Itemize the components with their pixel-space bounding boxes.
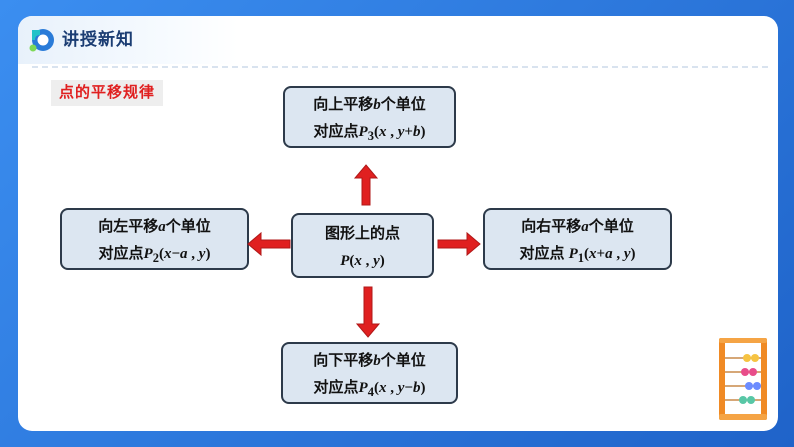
header-title: 讲授新知: [62, 30, 134, 49]
header-bar: 讲授新知: [18, 16, 238, 64]
translate-right-line2: 对应点 P1(x+a , y): [519, 245, 636, 265]
translate-up-box: 向上平移b个单位 对应点P3(x , y+b): [283, 86, 456, 148]
logo-icon: [29, 29, 54, 52]
translate-left-line1: 向左平移a个单位: [98, 218, 211, 235]
translate-left-box: 向左平移a个单位 对应点P2(x−a , y): [60, 208, 249, 270]
content-panel: 讲授新知 点的平移规律 向上平移b个单位 对应点P3(x , y+b) 向左平移…: [18, 16, 778, 431]
translate-down-line2: 对应点P4(x , y−b): [313, 379, 426, 399]
translate-right-line1: 向右平移a个单位: [521, 218, 634, 235]
arrow-up-icon: [353, 164, 379, 206]
original-point-line2: P(x , y): [340, 253, 385, 269]
translate-up-line1: 向上平移b个单位: [313, 96, 426, 113]
arrow-down-icon: [355, 286, 381, 338]
original-point-line1: 图形上的点: [324, 225, 400, 242]
translate-up-line2: 对应点P3(x , y+b): [313, 123, 426, 143]
translate-down-box: 向下平移b个单位 对应点P4(x , y−b): [281, 342, 458, 404]
arrow-left-icon: [247, 231, 291, 257]
section-tag: 点的平移规律: [51, 80, 164, 106]
original-point-box: 图形上的点 P(x , y): [291, 213, 434, 278]
arrow-right-icon: [437, 231, 481, 257]
translate-left-line2: 对应点P2(x−a , y): [98, 245, 211, 265]
header-divider: [32, 66, 768, 68]
abacus-icon: [719, 338, 767, 420]
translate-down-line1: 向下平移b个单位: [313, 352, 426, 369]
translate-right-box: 向右平移a个单位 对应点 P1(x+a , y): [483, 208, 672, 270]
